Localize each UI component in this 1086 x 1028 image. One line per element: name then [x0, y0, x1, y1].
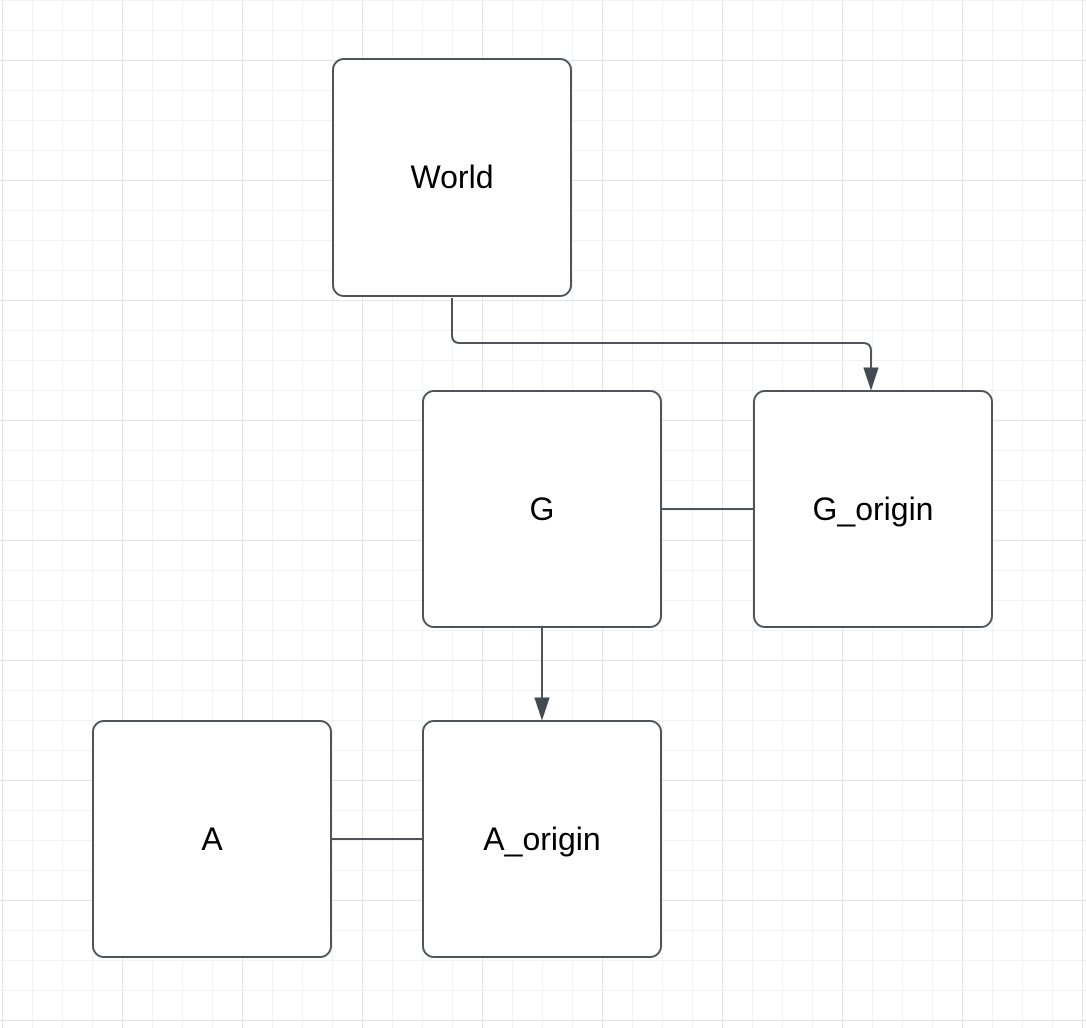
- node-a-origin-label: A_origin: [483, 820, 601, 857]
- node-g-origin-label: G_origin: [812, 490, 934, 527]
- edge-g-to-a-origin[interactable]: [534, 628, 550, 721]
- node-g-origin[interactable]: G_origin: [753, 390, 993, 628]
- node-world[interactable]: World: [332, 58, 572, 297]
- node-world-label: World: [410, 159, 494, 195]
- node-g-label: G: [529, 490, 555, 527]
- node-a-origin[interactable]: A_origin: [422, 720, 662, 958]
- arrowhead-down-icon: [534, 697, 550, 721]
- arrowhead-down-icon: [863, 367, 879, 391]
- edge-world-to-g-origin[interactable]: [451, 298, 879, 391]
- node-g[interactable]: G: [422, 390, 662, 628]
- node-a-label: A: [201, 820, 223, 857]
- node-a[interactable]: A: [92, 720, 332, 958]
